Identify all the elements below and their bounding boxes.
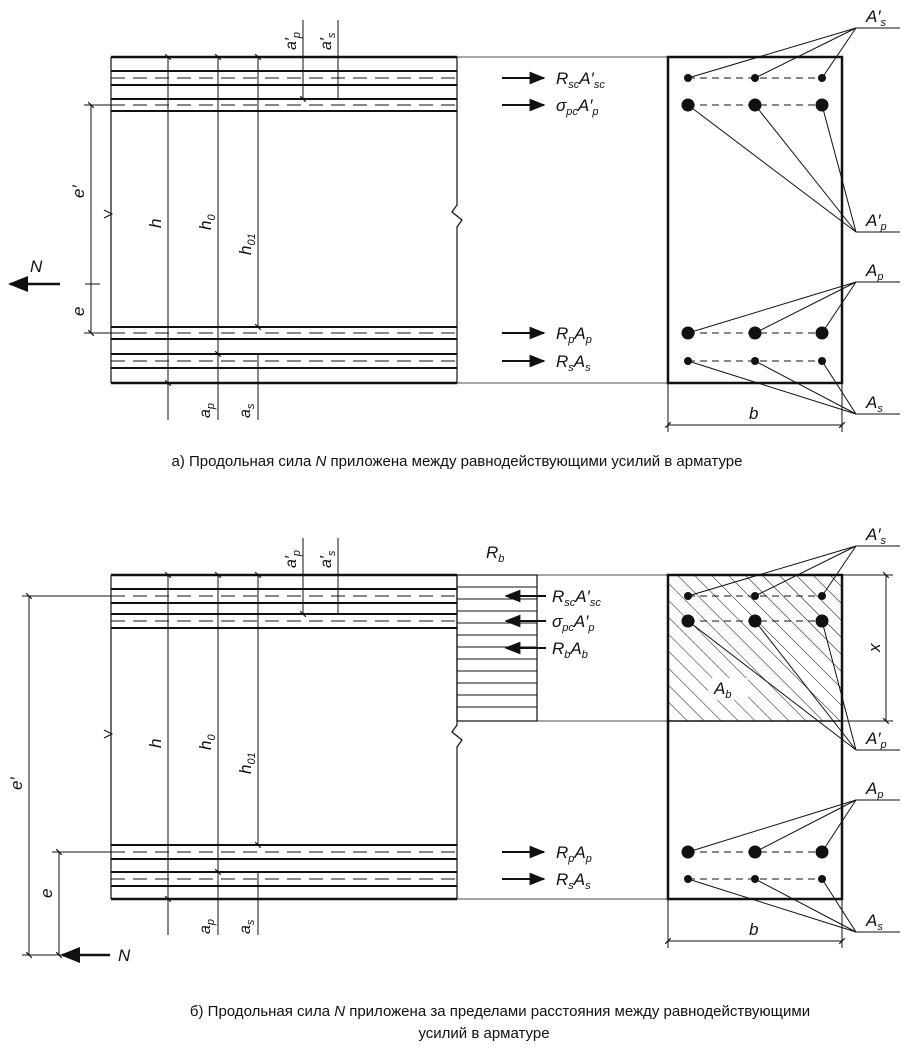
force-rsc-b: RscA′sc (552, 587, 601, 609)
cross-section-b (664, 545, 900, 948)
label-h0-a: h0 (196, 214, 218, 230)
stress-block-rb (456, 574, 538, 722)
label-as-bottom-b: as (237, 919, 257, 934)
section-label-ap-prime-a: A′p (865, 211, 887, 233)
section-label-ap-b: Ap (865, 779, 883, 801)
label-h01-a: h01 (236, 233, 258, 255)
label-ap-bottom-b: ap (197, 919, 217, 934)
label-e-prime-b: e′ (7, 777, 26, 790)
label-ap-bottom-a: ap (197, 403, 217, 418)
force-rs-a: RsAs (556, 352, 591, 374)
force-rp-a: RpAp (556, 324, 592, 346)
caption-a: а) Продольная сила N приложена между рав… (172, 453, 743, 470)
label-n-a: N (30, 257, 43, 276)
label-b-b: b (749, 920, 758, 939)
section-label-as-a: As (865, 393, 883, 415)
force-rs-b: RsAs (556, 870, 591, 892)
diagram-a: h h0 h01 a′p a′s ap as e′ e N RscA′sc σp… (8, 7, 900, 470)
force-rsc-a: RscA′sc (556, 69, 605, 91)
caption-b-line1: б) Продольная сила N приложена за предел… (190, 1003, 810, 1020)
label-as-top-a: a′s (318, 32, 338, 50)
label-rb: Rb (486, 543, 504, 565)
label-n-b: N (118, 946, 131, 965)
section-label-ap-a: Ap (865, 261, 883, 283)
section-label-as-b: As (865, 911, 883, 933)
caption-b-line2: усилий в арматуре (418, 1025, 549, 1042)
label-ap-top-a: a′p (283, 32, 303, 50)
label-ap-top-b: a′p (283, 550, 303, 568)
force-sigma-pc-b: σpcA′p (552, 612, 595, 634)
dimension-verticals-a (164, 20, 339, 420)
label-as-top-b: a′s (318, 550, 338, 568)
label-h0-b: h0 (196, 734, 218, 750)
force-sigma-pc-a: σpcA′p (556, 96, 599, 118)
force-rp-b: RpAp (556, 843, 592, 865)
force-arrows-b (502, 589, 546, 886)
cross-section-a (664, 27, 900, 432)
label-x: x (865, 643, 884, 653)
label-b-a: b (749, 404, 758, 423)
force-rb-ab: RbAb (552, 639, 588, 661)
label-e-a: e (69, 307, 88, 316)
label-h-b: h (146, 739, 165, 748)
beam-elevation-b (103, 573, 463, 901)
dimension-verticals-b (164, 538, 339, 935)
diagram-b: h h0 h01 a′p a′s ap as e′ e N (7, 525, 900, 1042)
section-label-ap-prime-b: A′p (865, 729, 887, 751)
section-label-as-prime-b: A′s (865, 525, 887, 547)
label-h01-b: h01 (236, 752, 258, 774)
section-label-as-prime-a: A′s (865, 7, 887, 29)
force-arrows-a (502, 71, 546, 368)
label-e-b: e (37, 889, 56, 898)
label-as-bottom-a: as (237, 403, 257, 418)
label-h-a: h (146, 219, 165, 228)
label-e-prime-a: e′ (69, 185, 88, 198)
eccentricity-dims-a (84, 101, 111, 337)
eccentricity-dims-b (22, 592, 111, 959)
